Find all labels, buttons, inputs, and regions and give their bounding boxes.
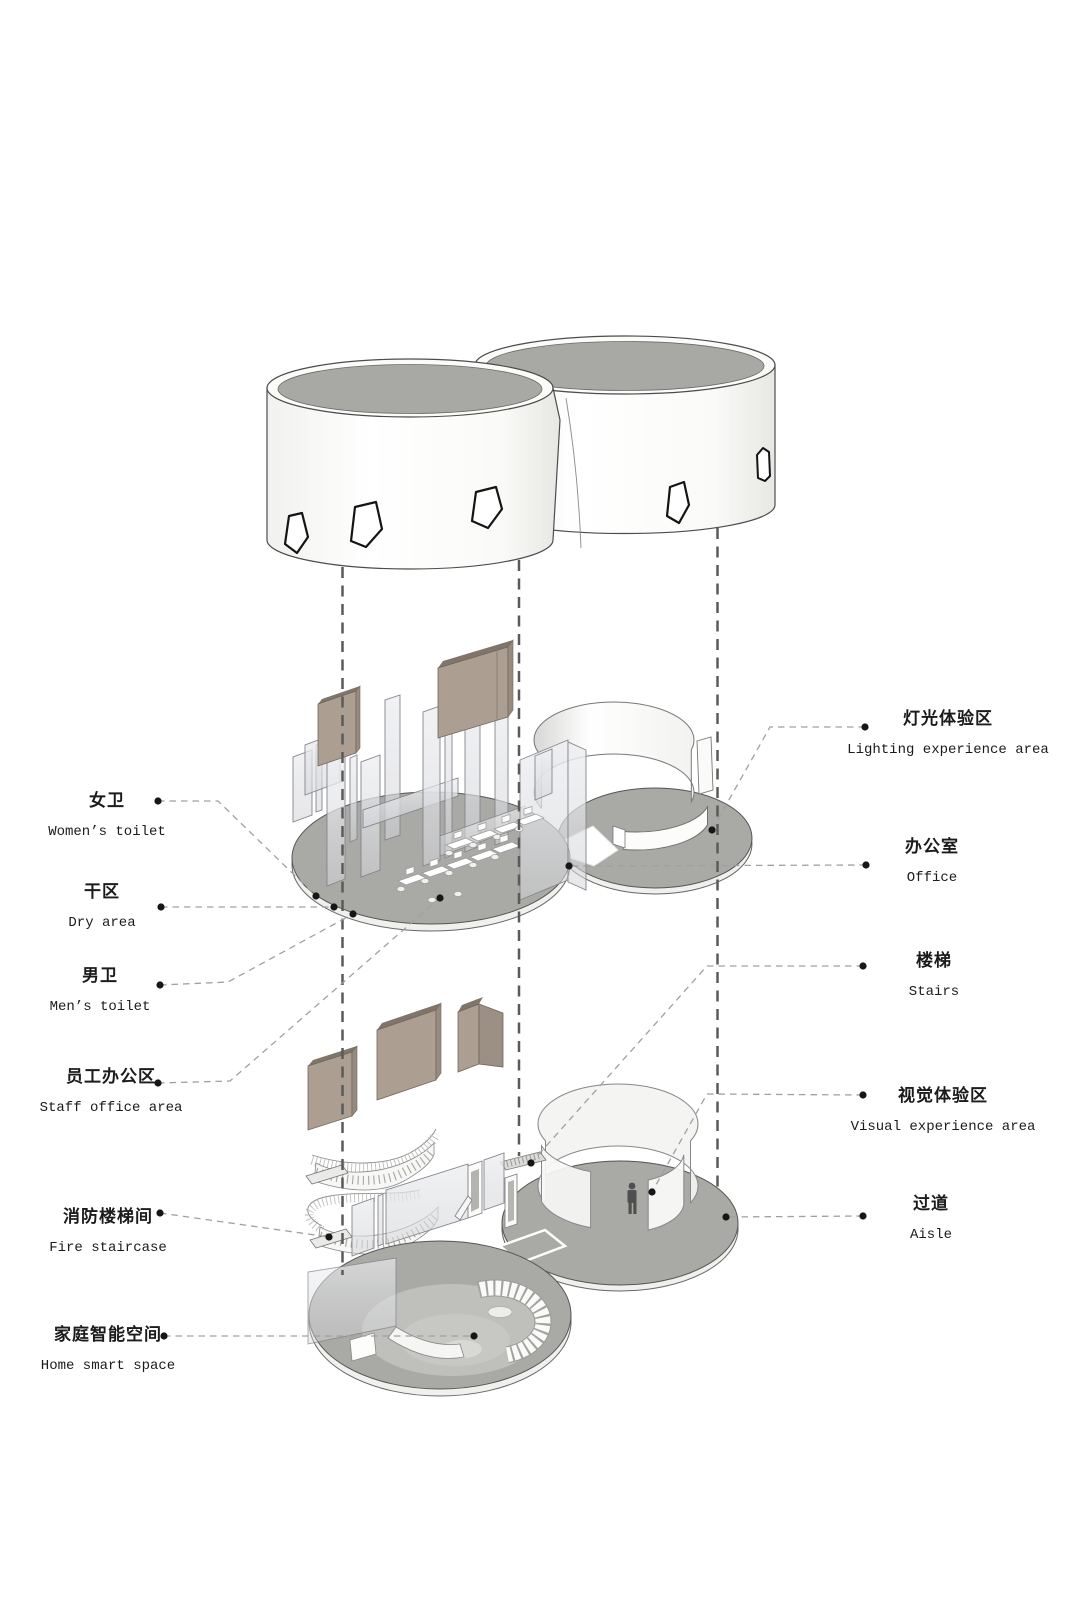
leader-womens-toilet — [158, 800, 317, 897]
leader-office — [568, 864, 867, 867]
leader-visual — [651, 1093, 864, 1193]
label-mens-toilet: 男卫 Men’s toilet — [50, 967, 151, 1017]
person-icon — [627, 1182, 637, 1214]
room-back-wall — [537, 1083, 699, 1205]
curved-bench — [476, 1279, 552, 1364]
smart-space-counter — [387, 1326, 465, 1359]
stair-landing-walkway — [499, 1151, 547, 1229]
label-home-smart-space: 家庭智能空间 Home smart space — [41, 1326, 175, 1376]
leader-dot — [527, 1159, 535, 1167]
leader-dot — [470, 1332, 478, 1340]
leader-lines — [157, 726, 867, 1337]
leader-dot — [722, 1213, 730, 1221]
label-en: Lighting experience area — [847, 742, 1049, 758]
label-en: Stairs — [908, 984, 960, 1000]
leader-dot — [325, 1233, 333, 1241]
label-office: 办公室 Office — [905, 838, 959, 888]
label-en: Dry area — [68, 915, 136, 931]
facade-opening — [349, 500, 384, 549]
label-en: Aisle — [909, 1227, 953, 1243]
leader-dot — [349, 910, 357, 918]
roof-shell-left — [266, 358, 582, 570]
label-staff-office-area: 员工办公区 Staff office area — [40, 1068, 183, 1118]
label-fire-staircase: 消防楼梯间 Fire staircase — [49, 1208, 167, 1258]
leader-dot — [154, 1079, 162, 1087]
facade-opening — [283, 511, 310, 555]
office-level — [291, 639, 753, 932]
label-en: Fire staircase — [49, 1240, 167, 1256]
label-zh: 男卫 — [81, 968, 118, 987]
leader-dot — [859, 1091, 867, 1099]
ground-level — [304, 997, 739, 1397]
label-dry-area: 干区 Dry area — [68, 883, 135, 933]
leader-dot — [648, 1188, 656, 1196]
office-desks — [396, 806, 545, 903]
label-zh: 员工办公区 — [65, 1069, 156, 1088]
roof-shells — [266, 335, 776, 570]
label-zh: 消防楼梯间 — [63, 1209, 153, 1228]
leader-dot — [154, 797, 162, 805]
label-en: Office — [906, 870, 958, 886]
room-front-left-wall — [541, 1143, 592, 1229]
leader-staff-office — [157, 897, 441, 1084]
leader-dot — [859, 962, 867, 970]
leader-stairs — [530, 965, 863, 1164]
room-front-right-wall — [647, 1154, 685, 1231]
exploded-wall-panels-ground — [307, 997, 504, 1131]
label-aisle: 过道 Aisle — [910, 1195, 952, 1245]
smart-space-glass-walls — [307, 1152, 505, 1345]
leader-dot — [160, 1332, 168, 1340]
label-womens-toilet: 女卫 Women’s toilet — [48, 792, 166, 842]
exploded-wall-panels-mid — [317, 639, 514, 767]
label-zh: 视觉体验区 — [898, 1088, 988, 1107]
lighting-wall-panel — [696, 736, 714, 795]
label-zh: 灯光体验区 — [902, 711, 993, 730]
leader-dots — [154, 723, 870, 1340]
label-en: Visual experience area — [850, 1119, 1036, 1135]
label-zh: 干区 — [84, 884, 120, 903]
label-en: Home smart space — [40, 1358, 176, 1374]
label-lighting-experience-area: 灯光体验区 Lighting experience area — [847, 710, 1049, 760]
label-zh: 办公室 — [905, 839, 959, 858]
label-en: Women’s toilet — [48, 824, 166, 840]
label-visual-experience-area: 视觉体验区 Visual experience area — [851, 1087, 1036, 1137]
label-zh: 楼梯 — [915, 953, 952, 972]
label-zh: 女卫 — [89, 793, 125, 812]
leader-dot — [330, 903, 338, 911]
leader-dot — [436, 894, 444, 902]
leader-dot — [862, 861, 870, 869]
facade-opening — [470, 485, 504, 530]
label-en: Staff office area — [39, 1100, 183, 1116]
leader-aisle — [725, 1215, 864, 1218]
leader-dot — [565, 862, 573, 870]
leader-dot — [156, 1209, 164, 1217]
label-zh: 过道 — [912, 1196, 949, 1215]
leader-dot — [157, 903, 165, 911]
label-zh: 家庭智能空间 — [53, 1327, 162, 1346]
lighting-counter — [622, 804, 708, 851]
leader-mens-toilet — [159, 913, 354, 986]
leader-lighting — [711, 726, 865, 831]
leader-dot — [861, 723, 869, 731]
label-stairs: 楼梯 Stairs — [909, 952, 959, 1002]
home-smart-space-floor — [307, 1152, 572, 1397]
leader-dot — [156, 981, 164, 989]
visual-experience-room — [497, 1083, 739, 1292]
leader-dot — [859, 1212, 867, 1220]
facade-opening — [756, 447, 771, 482]
leader-dot — [312, 892, 320, 900]
label-en: Men’s toilet — [49, 999, 151, 1015]
leader-dot — [708, 826, 716, 834]
projection-lines — [341, 528, 719, 1275]
leader-fire-staircase — [159, 1212, 330, 1238]
facade-opening — [665, 480, 691, 525]
